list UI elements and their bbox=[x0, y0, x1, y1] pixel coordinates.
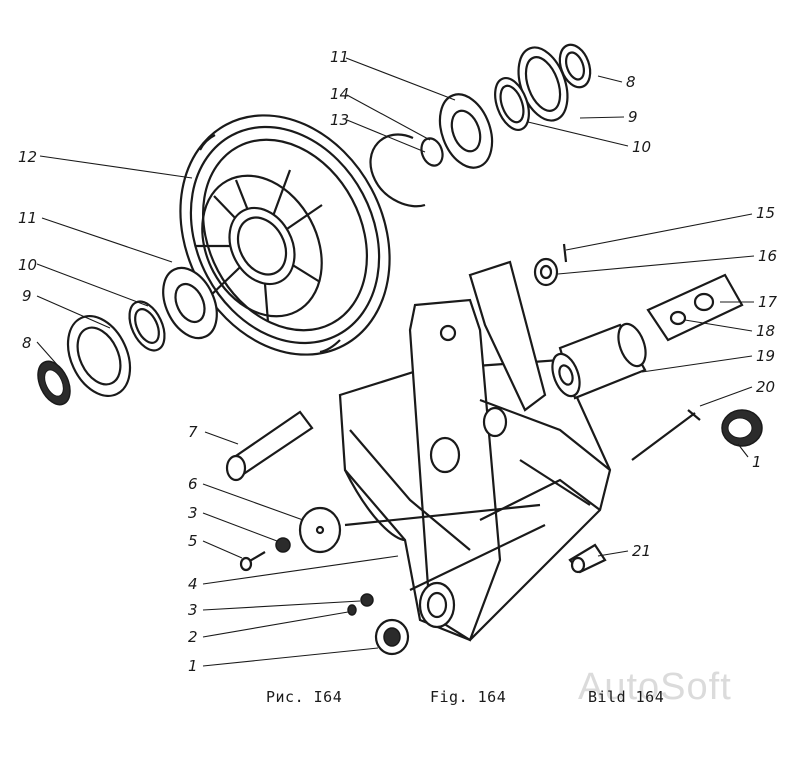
callout-13: 13 bbox=[330, 111, 349, 129]
callout-labels: 11 14 13 12 11 10 9 8 8 9 10 15 16 17 18… bbox=[18, 48, 778, 675]
caption-en: Fig. 164 bbox=[430, 688, 507, 706]
callout-19: 19 bbox=[756, 347, 775, 365]
callout-11-top: 11 bbox=[330, 48, 349, 66]
callout-1-right: 1 bbox=[752, 453, 762, 471]
callout-18: 18 bbox=[756, 322, 775, 340]
callout-12: 12 bbox=[18, 148, 37, 166]
callout-4: 4 bbox=[188, 575, 198, 593]
callout-1-lower: 1 bbox=[188, 657, 198, 675]
small-parts bbox=[225, 243, 763, 656]
callout-14: 14 bbox=[330, 85, 349, 103]
caption-de: Bild 164 bbox=[588, 688, 665, 706]
watermark: AutoSoft bbox=[578, 666, 732, 708]
leader-lines bbox=[36, 57, 755, 667]
pulley-wheel bbox=[179, 114, 391, 356]
callout-9-top: 9 bbox=[628, 108, 638, 126]
callout-21: 21 bbox=[632, 542, 651, 560]
callout-11-left: 11 bbox=[18, 209, 37, 227]
callout-7: 7 bbox=[188, 423, 198, 441]
callout-8-left: 8 bbox=[22, 334, 32, 352]
callout-10-top: 10 bbox=[632, 138, 651, 156]
caption-ru: Рис. I64 bbox=[266, 688, 343, 706]
callout-16: 16 bbox=[758, 247, 777, 265]
callout-9-left: 9 bbox=[22, 287, 32, 305]
callout-17: 17 bbox=[758, 293, 778, 311]
housing-frame bbox=[338, 260, 612, 642]
callout-10-left: 10 bbox=[18, 256, 37, 274]
upper-bearing-stack bbox=[369, 43, 592, 208]
callout-20: 20 bbox=[756, 378, 775, 396]
callout-15: 15 bbox=[756, 204, 775, 222]
callout-2: 2 bbox=[188, 628, 198, 646]
left-bearing-stack bbox=[37, 266, 218, 406]
callout-5: 5 bbox=[188, 532, 198, 550]
callout-3-upper: 3 bbox=[188, 504, 198, 522]
callout-8-top: 8 bbox=[626, 73, 636, 91]
callout-3-lower: 3 bbox=[188, 601, 198, 619]
callout-6: 6 bbox=[188, 475, 198, 493]
